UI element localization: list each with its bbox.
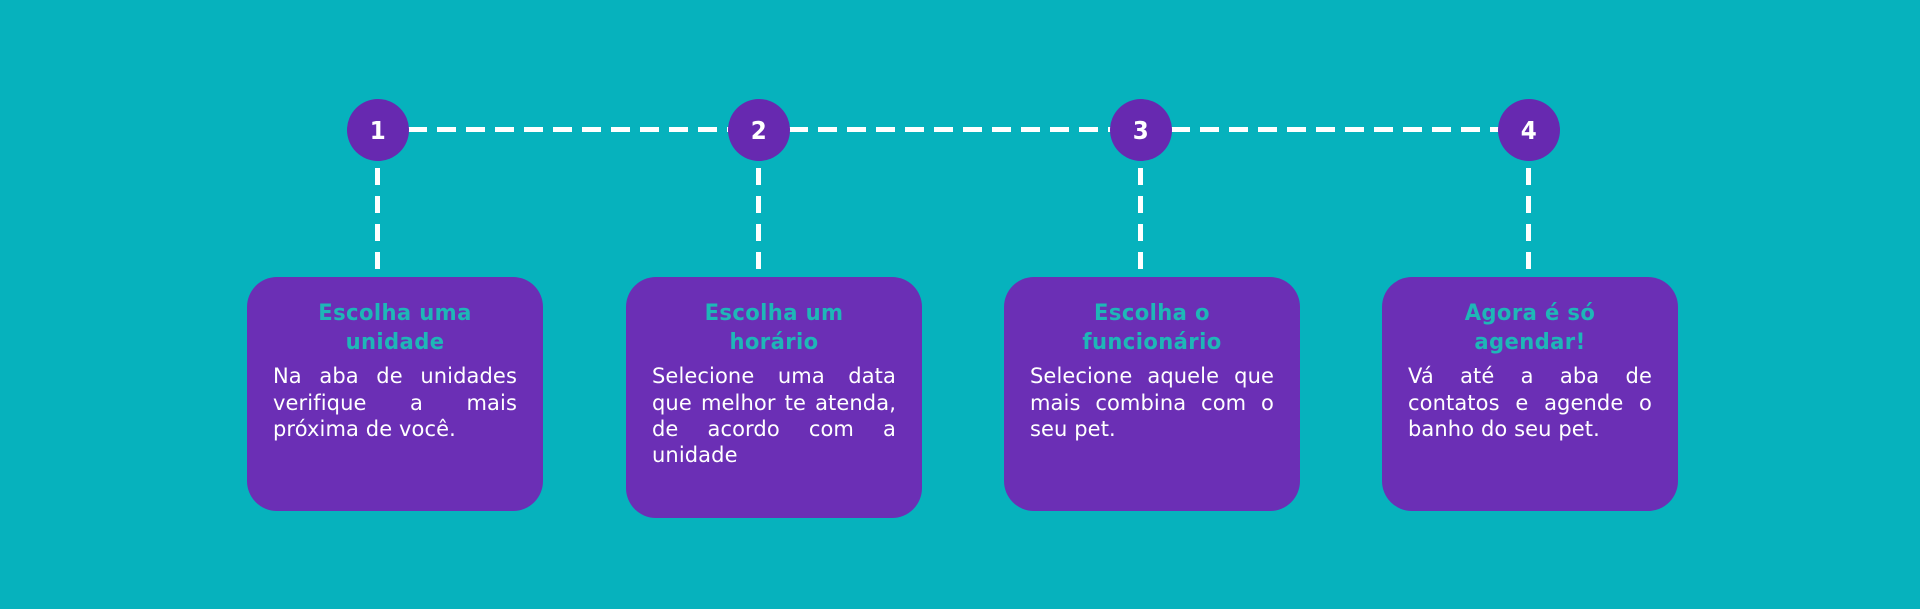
step-circle-1[interactable]: 1 xyxy=(347,99,409,161)
step-number-3: 3 xyxy=(1132,115,1150,145)
step-card-2[interactable]: Escolha um horário Selecione uma data qu… xyxy=(626,277,922,518)
step-number-1: 1 xyxy=(369,115,387,145)
step-circle-2[interactable]: 2 xyxy=(728,99,790,161)
step-title-3: Escolha o funcionário xyxy=(1082,301,1222,356)
step-dropper-2 xyxy=(756,168,761,278)
step-dropper-3 xyxy=(1138,168,1143,278)
step-number-2: 2 xyxy=(750,115,768,145)
step-circle-3[interactable]: 3 xyxy=(1110,99,1172,161)
step-body-4: Vá até a aba de contatos e agende o banh… xyxy=(1408,364,1652,441)
step-number-4: 4 xyxy=(1520,115,1538,145)
step-card-1[interactable]: Escolha uma unidade Na aba de unidades v… xyxy=(247,277,543,511)
step-body-2: Selecione uma data que melhor te atenda,… xyxy=(652,364,896,468)
step-dropper-4 xyxy=(1526,168,1531,278)
step-card-4[interactable]: Agora é só agendar! Vá até a aba de cont… xyxy=(1382,277,1678,511)
step-body-1: Na aba de unidades verifique a mais próx… xyxy=(273,364,517,441)
step-body-3: Selecione aquele que mais combina com o … xyxy=(1030,364,1274,441)
step-circle-4[interactable]: 4 xyxy=(1498,99,1560,161)
step-title-1: Escolha uma unidade xyxy=(318,301,472,356)
connector-rail-3-4 xyxy=(1171,127,1502,132)
step-card-3[interactable]: Escolha o funcionário Selecione aquele q… xyxy=(1004,277,1300,511)
step-dropper-1 xyxy=(375,168,380,278)
step-title-2: Escolha um horário xyxy=(704,301,844,356)
step-title-4: Agora é só agendar! xyxy=(1464,301,1596,356)
connector-rail-2-3 xyxy=(789,127,1122,132)
connector-rail-1-2 xyxy=(408,127,740,132)
